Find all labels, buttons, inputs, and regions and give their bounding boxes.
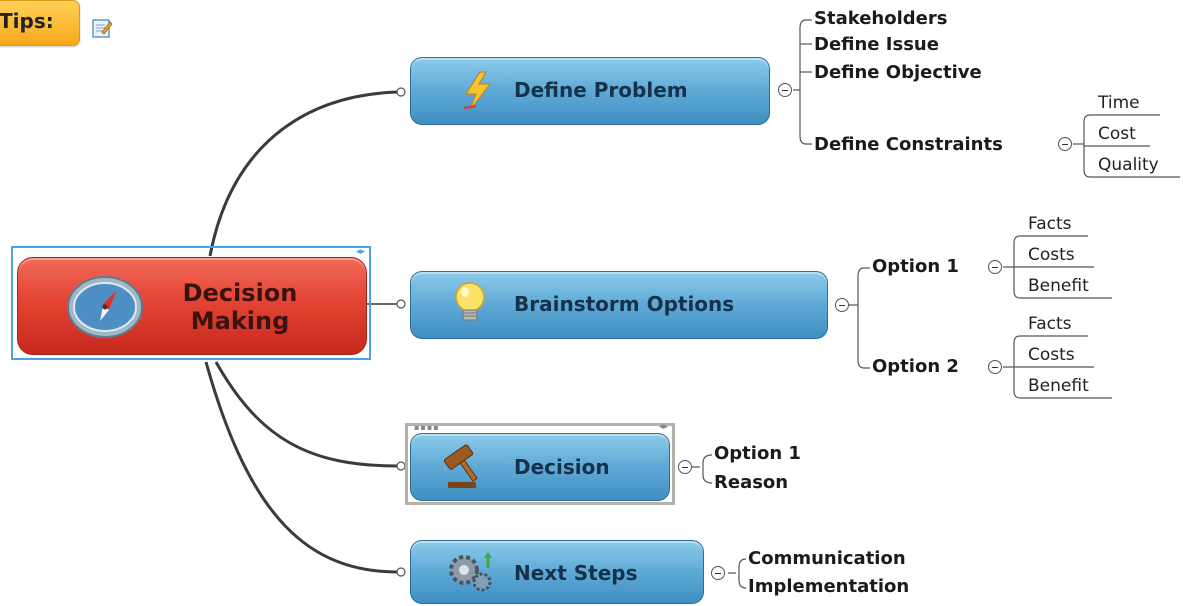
compass-icon [67, 276, 143, 338]
leaf-quality[interactable]: Quality [1098, 155, 1159, 175]
collapse-define-problem-toggle[interactable] [778, 83, 792, 97]
collapse-decision-toggle[interactable] [678, 460, 692, 474]
topic-define-problem-label: Define Problem [514, 78, 688, 102]
subtopic-option-1[interactable]: Option 1 [872, 256, 959, 277]
central-topic-selection: ◂▸ [11, 246, 371, 360]
collapse-option-1-toggle[interactable] [988, 260, 1002, 274]
topic-next-steps-label: Next Steps [514, 561, 638, 585]
leaf-option-1-facts[interactable]: Facts [1028, 214, 1072, 234]
resize-grip-icon[interactable]: ◂▸ [355, 247, 365, 257]
leaf-time[interactable]: Time [1098, 93, 1140, 113]
lightning-icon [463, 71, 492, 111]
tips-button[interactable]: Tips: [0, 0, 80, 46]
subtopic-communication[interactable]: Communication [748, 548, 906, 569]
central-topic-label: Decision Making [150, 279, 330, 335]
central-line-1: Decision [182, 279, 298, 307]
collapse-constraints-toggle[interactable] [1058, 137, 1072, 151]
subtopic-define-issue[interactable]: Define Issue [814, 34, 939, 55]
collapse-option-2-toggle[interactable] [988, 360, 1002, 374]
subtopic-implementation[interactable]: Implementation [748, 576, 910, 597]
tips-label: Tips: [0, 9, 54, 33]
leaf-option-2-benefit[interactable]: Benefit [1028, 376, 1089, 396]
resize-grip-icon[interactable]: ◂▸ [658, 422, 668, 432]
leaf-cost[interactable]: Cost [1098, 124, 1136, 144]
subtopic-decision-option-1[interactable]: Option 1 [714, 443, 801, 464]
leaf-option-1-costs[interactable]: Costs [1028, 245, 1075, 265]
leaf-option-2-costs[interactable]: Costs [1028, 345, 1075, 365]
collapse-next-steps-toggle[interactable] [711, 566, 725, 580]
subtopic-define-constraints[interactable]: Define Constraints [814, 134, 1003, 155]
gavel-icon [443, 444, 478, 488]
subtopic-reason[interactable]: Reason [714, 472, 789, 493]
subtopic-stakeholders[interactable]: Stakeholders [814, 8, 948, 29]
decision-topic-selection: ▪▪▪▪ ◂▸ [405, 422, 675, 505]
leaf-option-2-facts[interactable]: Facts [1028, 314, 1072, 334]
lightbulb-icon [455, 282, 485, 321]
leaf-option-1-benefit[interactable]: Benefit [1028, 276, 1089, 296]
gears-icon [449, 552, 492, 592]
collapse-brainstorm-toggle[interactable] [835, 298, 849, 312]
drag-handle-icon[interactable]: ▪▪▪▪ [414, 423, 440, 432]
subtopic-define-objective[interactable]: Define Objective [814, 62, 982, 83]
subtopic-option-2[interactable]: Option 2 [872, 356, 959, 377]
central-line-2: Making [190, 307, 290, 335]
topic-brainstorm-options-label: Brainstorm Options [514, 292, 735, 316]
note-edit-icon[interactable] [90, 16, 114, 40]
topic-decision-label: Decision [514, 455, 610, 479]
